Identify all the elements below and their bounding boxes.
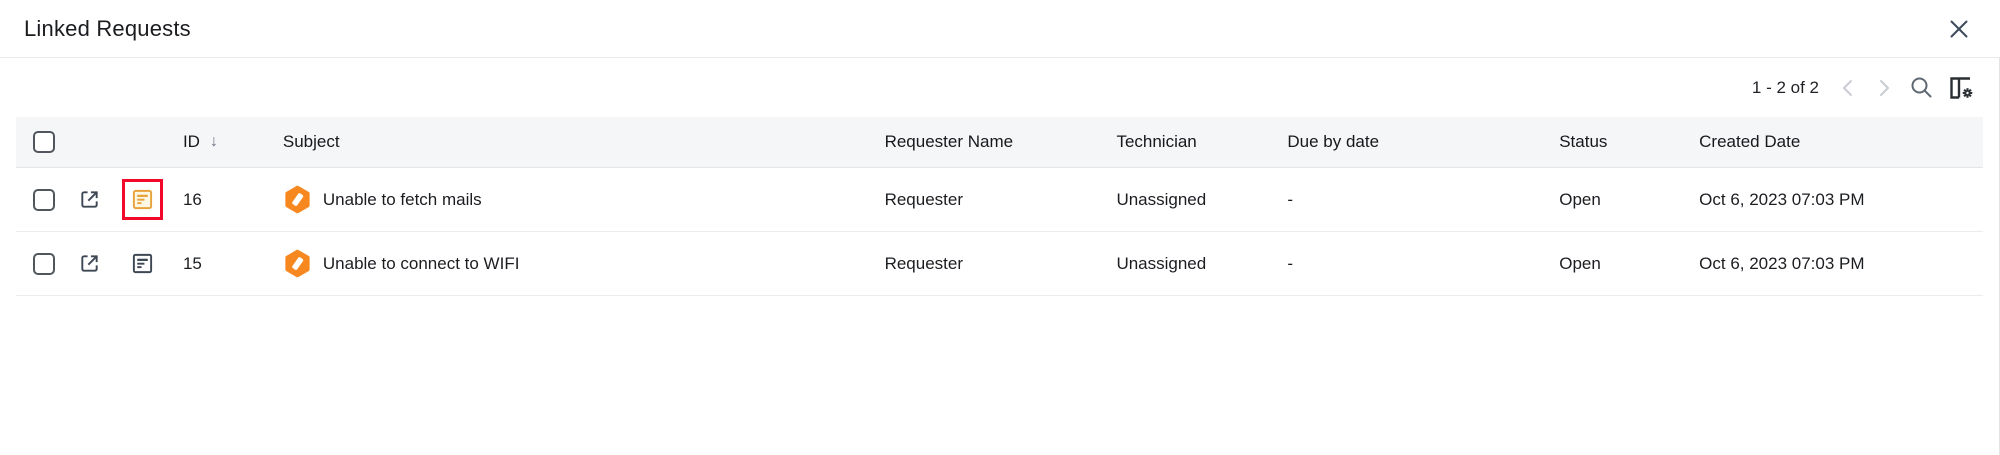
column-header-requester-name[interactable]: Requester Name (884, 132, 1014, 151)
column-header-status[interactable]: Status (1559, 132, 1608, 151)
document-summary-icon-active (132, 189, 153, 210)
select-all-checkbox[interactable] (33, 131, 55, 153)
column-header-id[interactable]: ID ↓ (182, 132, 218, 151)
technician-name: Unassigned (1116, 189, 1207, 209)
column-header-technician[interactable]: Technician (1116, 132, 1197, 151)
search-icon (1911, 77, 1932, 98)
external-link-icon (81, 255, 98, 272)
open-in-new-tab-button[interactable] (78, 252, 101, 275)
document-summary-icon (132, 253, 153, 274)
request-subject-link[interactable]: Unable to connect to WIFI (322, 253, 520, 273)
request-summary-button[interactable] (131, 252, 154, 275)
request-id: 15 (182, 253, 202, 273)
table-row: 16 Unable to fetch mails Requester Unass… (16, 168, 1983, 232)
highlight-annotation (121, 179, 163, 220)
prev-page-button[interactable] (1837, 76, 1859, 100)
column-chooser-button[interactable] (1948, 75, 1975, 101)
incident-badge-icon (285, 185, 310, 214)
requester-name: Requester (884, 253, 963, 273)
table-header-row: ID ↓ Subject Requester Name Technician D… (16, 117, 1983, 168)
search-button[interactable] (1909, 75, 1934, 100)
status-value: Open (1559, 189, 1601, 209)
row-checkbox[interactable] (33, 188, 55, 211)
table-row: 15 Unable to connect to WIFI Requester U… (16, 232, 1983, 296)
chevron-right-icon (1880, 79, 1889, 96)
column-header-subject[interactable]: Subject (282, 132, 340, 151)
row-checkbox[interactable] (33, 252, 55, 275)
created-date: Oct 6, 2023 07:03 PM (1699, 253, 1865, 273)
chevron-left-icon (1843, 79, 1852, 96)
pagination-label: 1 - 2 of 2 (1751, 77, 1819, 97)
linked-requests-table: ID ↓ Subject Requester Name Technician D… (16, 117, 1983, 296)
open-in-new-tab-button[interactable] (78, 188, 101, 211)
sort-descending-icon: ↓ (209, 133, 218, 150)
close-button[interactable] (1944, 14, 1974, 44)
due-by-date: - (1287, 253, 1294, 273)
due-by-date: - (1287, 189, 1294, 209)
list-toolbar: 1 - 2 of 2 (0, 58, 1999, 117)
page-title: Linked Requests (24, 15, 191, 41)
dialog-titlebar: Linked Requests (0, 0, 2000, 58)
next-page-button[interactable] (1873, 76, 1895, 100)
dialog-body: 1 - 2 of 2 (0, 58, 2000, 455)
requester-name: Requester (884, 189, 963, 209)
request-id: 16 (182, 189, 202, 209)
incident-badge-icon (285, 249, 310, 278)
column-chooser-icon (1950, 76, 1973, 99)
technician-name: Unassigned (1116, 253, 1207, 273)
external-link-icon (81, 191, 98, 208)
request-summary-button[interactable] (131, 188, 154, 211)
request-subject-link[interactable]: Unable to fetch mails (322, 189, 482, 209)
status-value: Open (1559, 253, 1601, 273)
close-icon (1950, 20, 1968, 37)
column-header-created-date[interactable]: Created Date (1699, 132, 1801, 151)
created-date: Oct 6, 2023 07:03 PM (1699, 189, 1865, 209)
column-header-due-by-date[interactable]: Due by date (1287, 132, 1380, 151)
